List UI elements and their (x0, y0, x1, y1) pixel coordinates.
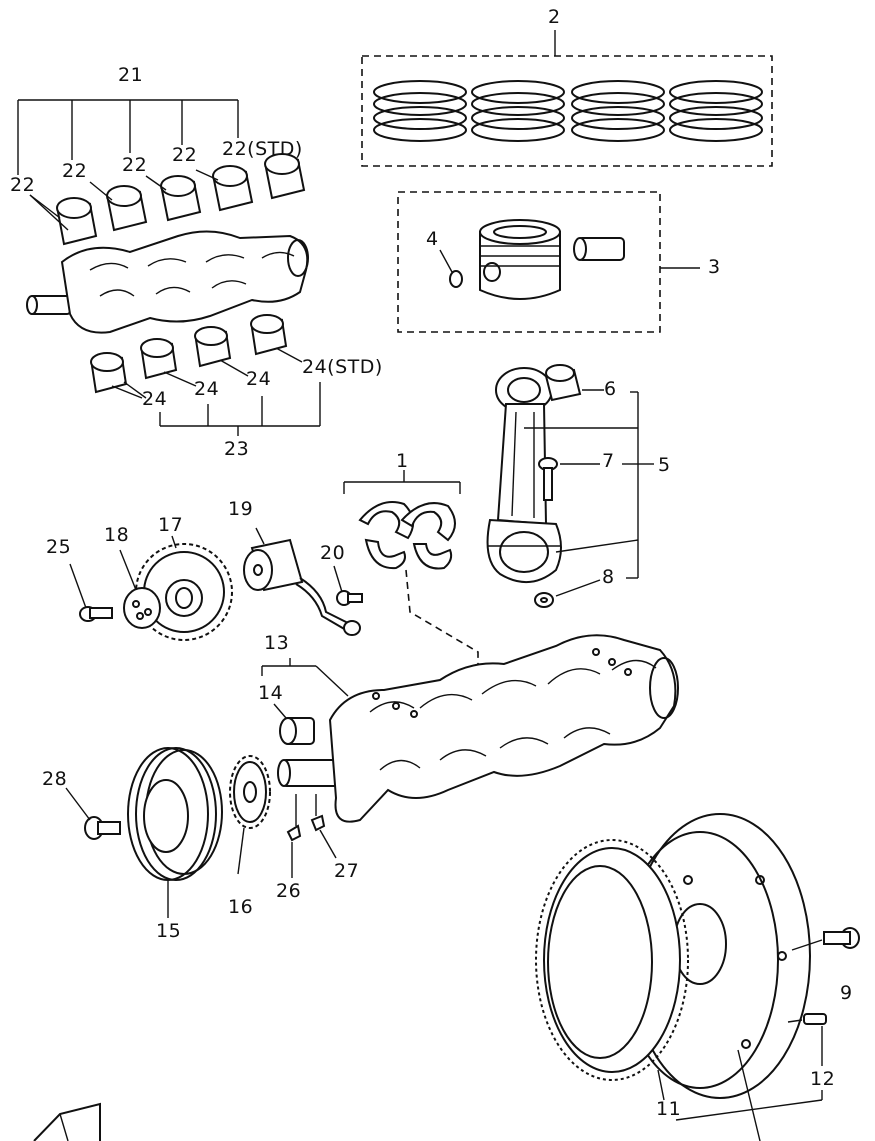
crank-pulley (127, 747, 223, 918)
callout-3: 3 (708, 256, 721, 278)
upper-main-bearings (17, 99, 306, 246)
callout-23: 23 (224, 438, 250, 460)
bearing-shell-22-1 (56, 197, 98, 246)
callout-19: 19 (228, 498, 254, 520)
dowel-pin (787, 1013, 827, 1066)
piston-ring-set-2 (471, 80, 565, 142)
callout-24-std: 24(STD) (302, 356, 383, 378)
bearing-shell-22-3 (160, 175, 202, 222)
crankshaft (261, 634, 679, 826)
bearing-shell-22-4 (212, 165, 254, 212)
callout-24-a: 24 (142, 388, 168, 410)
callout-8: 8 (602, 566, 615, 588)
callout-28: 28 (42, 768, 68, 790)
callout-17: 17 (158, 514, 184, 536)
callout-2: 2 (548, 6, 561, 28)
callout-27: 27 (334, 860, 360, 882)
connecting-rod-assembly (486, 364, 654, 608)
connecting-rod (486, 367, 562, 584)
piston-pin (573, 237, 625, 261)
forward-direction-mark (33, 1102, 101, 1141)
rod-bolt (538, 457, 558, 501)
callout-4: 4 (426, 228, 439, 250)
flywheel-bolt (791, 927, 860, 951)
piston (479, 219, 561, 300)
bearing-shell-22-std (264, 153, 306, 200)
callout-16: 16 (228, 896, 254, 918)
callout-24-b: 24 (194, 378, 220, 400)
rod-nut (534, 592, 554, 608)
crankshaft-reference-view (26, 230, 309, 334)
piston-ring-set-3 (571, 80, 665, 142)
callout-22-std: 22(STD) (222, 138, 303, 160)
piston-pin-clip (439, 249, 463, 288)
callout-11: 11 (656, 1098, 682, 1120)
callout-22-b: 22 (62, 160, 88, 182)
bearing-shell-24-2 (140, 338, 178, 380)
callout-25: 25 (46, 536, 72, 558)
callout-7: 7 (602, 450, 615, 472)
pilot-bearing (273, 703, 315, 745)
piston-ring-set-group (361, 30, 773, 167)
callout-14: 14 (258, 682, 284, 704)
callout-24-c: 24 (246, 368, 272, 390)
callout-15: 15 (156, 920, 182, 942)
bearing-shell-24-std (250, 314, 288, 356)
callout-12: 12 (810, 1068, 836, 1090)
crank-timing-gear (229, 755, 271, 875)
callout-1: 1 (396, 450, 409, 472)
callout-22-d: 22 (172, 144, 198, 166)
bearing-shell-24-1 (90, 352, 128, 394)
gear-bolt (69, 535, 177, 622)
callout-21: 21 (118, 64, 144, 86)
callout-5: 5 (658, 454, 671, 476)
callout-22-c: 22 (122, 154, 148, 176)
callout-9: 9 (840, 982, 853, 1004)
woodruff-keys (286, 814, 337, 878)
piston-ring-set-4 (669, 80, 763, 142)
piston-assembly-frame (397, 191, 661, 333)
callout-22-a: 22 (10, 174, 36, 196)
lower-main-bearings (90, 314, 321, 436)
thrust-washers (343, 470, 479, 676)
pulley-bolt (65, 787, 121, 840)
callout-13: 13 (264, 632, 290, 654)
piston-ring-set-1 (373, 80, 467, 142)
small-end-bushing (544, 364, 582, 402)
gear-plate (123, 587, 161, 629)
ring-gear (535, 839, 689, 1081)
flywheel-leaders (657, 1049, 823, 1141)
callout-18: 18 (104, 524, 130, 546)
callout-20: 20 (320, 542, 346, 564)
piston-assembly-group (397, 191, 700, 333)
callout-26: 26 (276, 880, 302, 902)
sensor-bolt (333, 565, 363, 606)
crank-sensor (243, 527, 361, 636)
callout-6: 6 (604, 378, 617, 400)
bearing-shell-22-2 (106, 185, 148, 232)
piston-ring-set-frame (361, 55, 773, 167)
bearing-shell-24-3 (194, 326, 232, 368)
